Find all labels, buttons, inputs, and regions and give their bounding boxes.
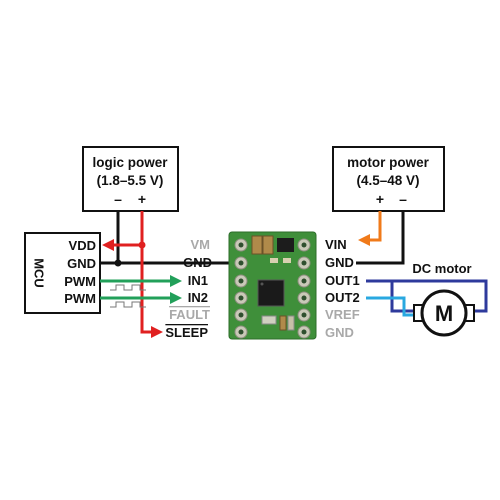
resistor	[283, 258, 291, 263]
pin-label-gnd-right: GND	[325, 255, 354, 270]
mcu-pin-pwm-1: PWM	[64, 274, 96, 289]
logic-power-minus: –	[114, 191, 122, 207]
mcu-box: MCU VDD GND PWM PWM	[24, 232, 101, 314]
pin-label-out2: OUT2	[325, 290, 360, 305]
logic-supply-wire	[140, 211, 153, 334]
motor-title: DC motor	[412, 261, 471, 276]
vdd-junction	[138, 241, 146, 249]
motor-supply-wire	[368, 211, 382, 242]
logic-power-title: logic power	[92, 155, 168, 170]
pin-label-sleep: SLEEP	[165, 325, 208, 340]
motor-power-plus: +	[376, 191, 384, 207]
pin-label-vin: VIN	[325, 237, 347, 252]
vin-arrow-icon	[358, 234, 370, 246]
mcu-pin-vdd: VDD	[69, 238, 96, 253]
mcu-title: MCU	[32, 258, 47, 288]
motor-ground-wire	[356, 211, 405, 265]
ground-junction	[114, 259, 122, 267]
driver-left-labels: VM GND IN1 IN2 FAULT SLEEP	[165, 237, 212, 340]
motor-power-box: motor power (4.5–48 V) + –	[332, 146, 445, 212]
dc-motor: DC motor M	[412, 261, 475, 337]
pin-label-in1: IN1	[188, 273, 208, 288]
out1-wire	[366, 279, 424, 313]
in1-arrow-icon	[170, 275, 182, 287]
in2-arrow-icon	[170, 292, 182, 304]
motor-icon	[420, 289, 468, 337]
driver-right-labels: VIN GND OUT1 OUT2 VREF GND	[325, 237, 360, 340]
pin-label-gnd-right-2: GND	[325, 325, 354, 340]
motor-power-minus: –	[399, 191, 407, 207]
motor-symbol: M	[435, 301, 453, 326]
vdd-arrow-icon	[102, 239, 114, 251]
pin-label-vm: VM	[191, 237, 211, 252]
driver-ic	[257, 279, 285, 307]
pin-label-out1: OUT1	[325, 273, 360, 288]
motor-power-range: (4.5–48 V)	[356, 173, 419, 188]
pin-label-gnd-left: GND	[183, 255, 212, 270]
regulator-chip	[277, 238, 294, 252]
logic-power-box: logic power (1.8–5.5 V) – +	[82, 146, 179, 212]
pwm-waveform-icon	[110, 301, 146, 308]
capacitor	[251, 235, 263, 255]
pin-label-fault: FAULT	[169, 307, 210, 322]
logic-power-plus: +	[138, 191, 146, 207]
pwm-waveform-icon	[110, 284, 146, 291]
pin-label-vref: VREF	[325, 307, 360, 322]
pin-label-in2: IN2	[188, 290, 208, 305]
motor-power-title: motor power	[347, 155, 429, 170]
logic-ground-wire	[116, 211, 229, 265]
mcu-pin-gnd: GND	[67, 256, 96, 271]
sleep-arrow-icon	[151, 326, 163, 338]
resistor	[287, 315, 295, 331]
right-pads	[297, 238, 311, 339]
resistor	[270, 258, 278, 263]
resistor	[261, 315, 277, 325]
capacitor	[262, 235, 274, 255]
left-pads	[234, 238, 248, 339]
mcu-pin-pwm-2: PWM	[64, 291, 96, 306]
capacitor	[279, 315, 287, 331]
logic-power-range: (1.8–5.5 V)	[97, 173, 164, 188]
driver-board	[228, 231, 317, 340]
